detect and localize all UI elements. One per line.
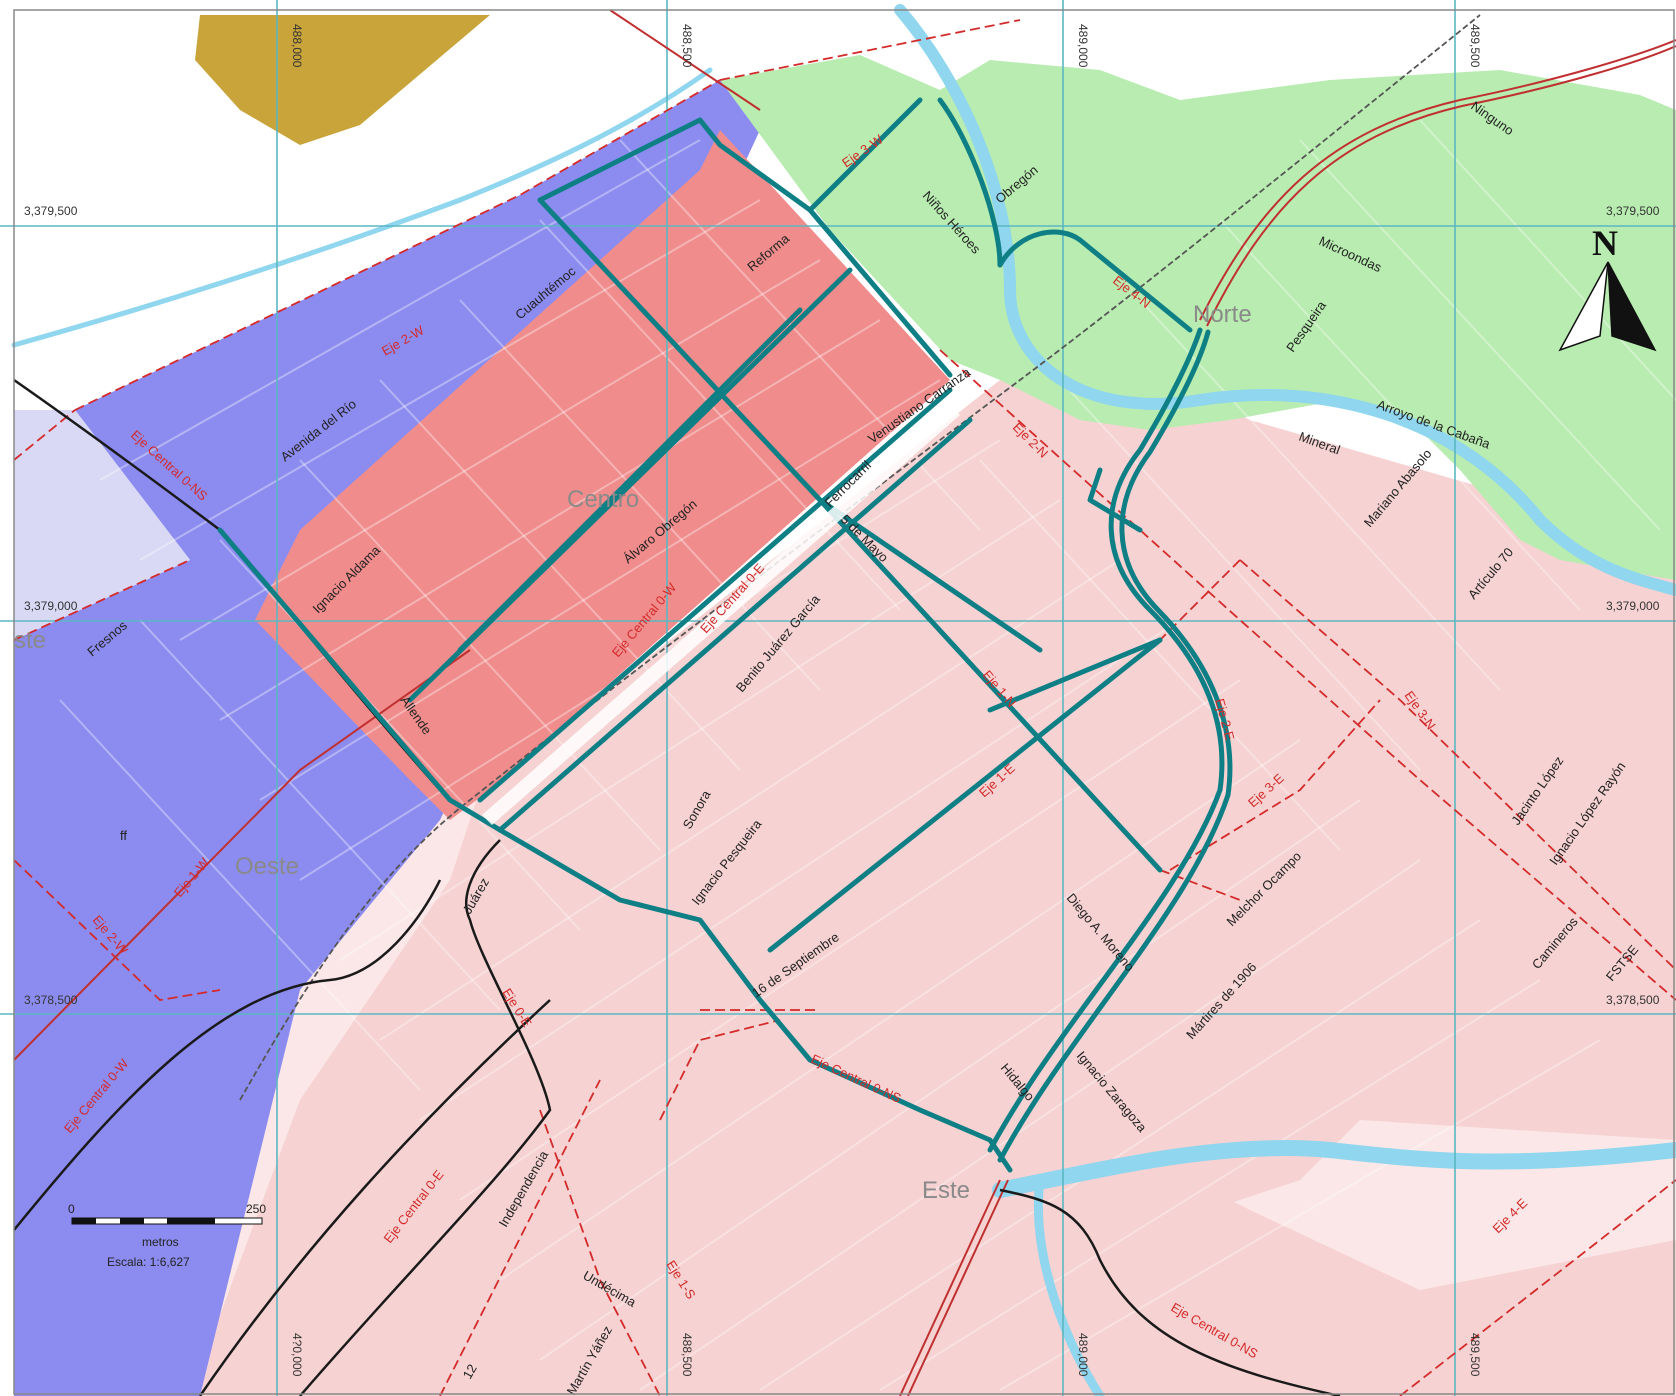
svg-text:489,000: 489,000 [1076, 24, 1090, 68]
district-centro: Centro [567, 486, 639, 513]
svg-text:3,378,500: 3,378,500 [24, 993, 78, 1007]
district-norte: Norte [1193, 301, 1252, 328]
district-partial-left: ste [14, 627, 46, 654]
scale-bar: 0 250 metros Escala: 1:6,627 [68, 1202, 266, 1269]
river-south-branch [1033, 1175, 1105, 1396]
svg-text:489,000: 489,000 [1076, 1333, 1090, 1377]
north-arrow-right [1607, 261, 1657, 352]
svg-text:3,379,000: 3,379,000 [24, 599, 78, 613]
map-frame [13, 9, 1675, 1395]
svg-text:0: 0 [68, 1202, 75, 1216]
svg-text:489,500: 489,500 [1468, 1333, 1482, 1377]
svg-text:488,000: 488,000 [290, 24, 304, 68]
svg-text:metros: metros [142, 1235, 179, 1249]
zone-oeste-hatched [14, 410, 190, 640]
svg-text:N: N [1592, 223, 1618, 263]
svg-text:ff: ff [120, 828, 127, 843]
north-arrow-left [1558, 261, 1609, 352]
svg-text:250: 250 [246, 1202, 266, 1216]
district-este: Este [922, 1177, 970, 1204]
svg-text:3,379,500: 3,379,500 [24, 204, 78, 218]
svg-text:3,379,000: 3,379,000 [1606, 599, 1660, 613]
river-north-west [11, 67, 713, 348]
north-arrow: N [1558, 223, 1657, 352]
zone-centro [255, 130, 950, 820]
river-south [992, 1140, 1676, 1198]
corridor-streets [217, 97, 1233, 1173]
svg-text:488,500: 488,500 [680, 24, 694, 68]
svg-text:12: 12 [460, 1361, 480, 1381]
svg-text:4?0,000: 4?0,000 [290, 1333, 304, 1377]
zone-ochre [195, 15, 490, 145]
coord-labels-top: 488,000 488,500 489,000 489,500 [290, 24, 1482, 68]
coord-labels-bottom: 4?0,000 488,500 489,000 489,500 [290, 1333, 1482, 1377]
coord-labels-left: 3,379,500 3,379,000 3,378,500 [24, 204, 78, 1007]
svg-text:Escala: 1:6,627: Escala: 1:6,627 [107, 1255, 190, 1269]
rivers [11, 4, 1676, 1396]
svg-text:3,379,500: 3,379,500 [1606, 204, 1660, 218]
zone-norte [720, 55, 1676, 580]
svg-text:489,500: 489,500 [1468, 24, 1482, 68]
zone-este [190, 330, 1676, 1396]
railway-band [482, 405, 960, 825]
svg-text:3,378,500: 3,378,500 [1606, 993, 1660, 1007]
district-oeste: Oeste [235, 853, 299, 880]
highways [13, 9, 1676, 1396]
svg-text:488,500: 488,500 [680, 1333, 694, 1377]
coord-labels-right: 3,379,500 3,379,000 3,378,500 [1606, 204, 1660, 1007]
river-arroyo [894, 4, 1676, 596]
